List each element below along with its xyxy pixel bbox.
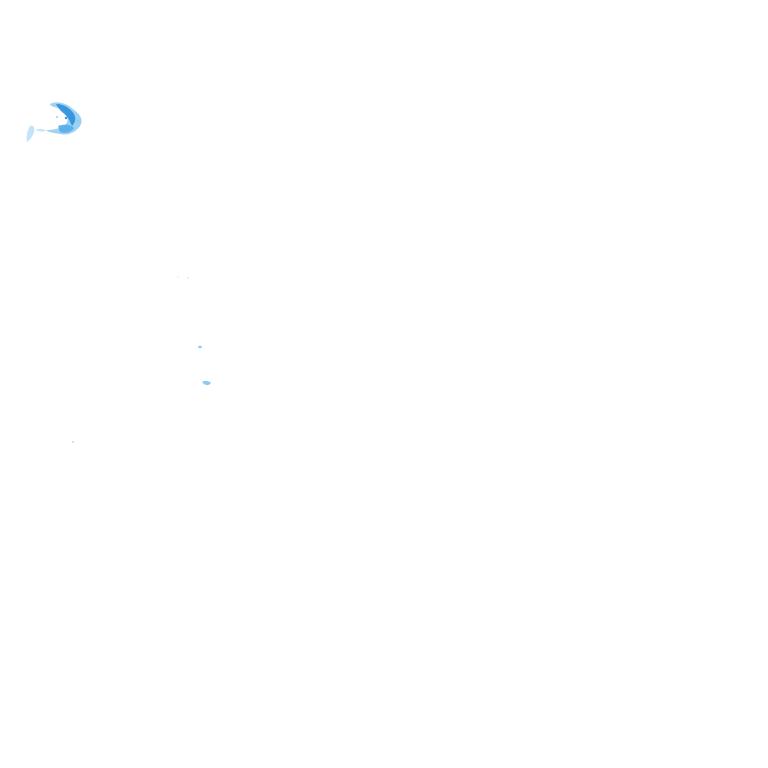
echo-speck [71, 440, 75, 444]
echo-fragment-streak [36, 128, 46, 132]
echo-lower-lobe [58, 124, 74, 133]
echo-dot-1 [64, 116, 68, 120]
echo-fragment-west [26, 125, 46, 142]
echo-fragment-shape [26, 125, 35, 142]
echo-speck [198, 345, 202, 349]
echo-dot-3 [76, 119, 80, 123]
echo-specks [71, 276, 211, 444]
echo-outer-ring [46, 102, 82, 135]
echo-speck [202, 380, 211, 386]
echo-speck [187, 277, 189, 279]
echo-cluster-main [46, 102, 82, 135]
echo-speck [177, 276, 179, 278]
echo-dot-2 [56, 116, 58, 118]
echo-core-band [56, 104, 76, 126]
